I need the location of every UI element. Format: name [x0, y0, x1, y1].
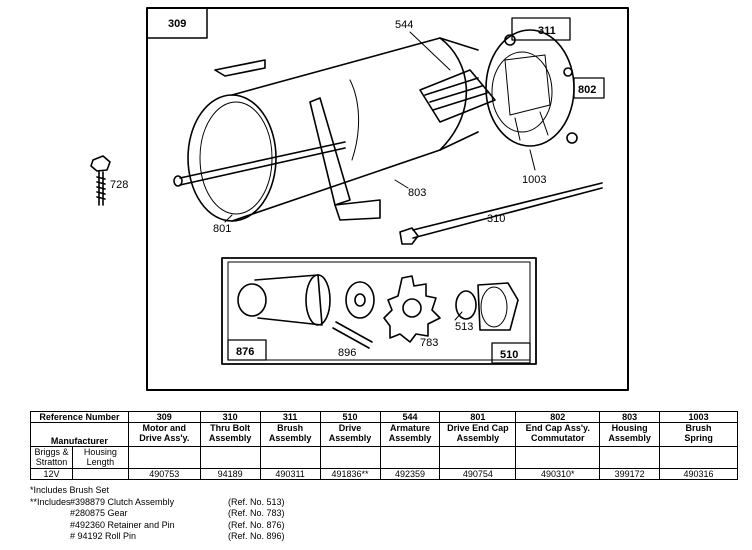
footnote-part: #398879 Clutch Assembly	[70, 496, 175, 507]
footnote-part: # 94192 Roll Pin	[70, 531, 137, 541]
armature-illustration	[419, 69, 496, 123]
callout-513: 513	[455, 321, 473, 333]
callout-728: 728	[110, 179, 128, 191]
callout-544: 544	[395, 19, 413, 31]
bolt-728-illustration	[90, 155, 111, 206]
desc-cell: Motor and Drive Ass'y.	[127, 422, 201, 447]
end-cap-illustration	[485, 17, 605, 147]
diagram-frame	[146, 7, 629, 391]
voltage-cell: 12V	[30, 468, 73, 480]
drive-assembly-inset	[221, 257, 537, 365]
subheader-row: Briggs & Stratton Housing Length	[30, 446, 738, 469]
callout-310: 310	[487, 213, 505, 225]
housing-assembly-illustration	[173, 37, 479, 222]
callout-803: 803	[408, 187, 426, 199]
desc-cell: Brush Spring	[659, 422, 738, 447]
footnote-ref: (Ref. No. 513)	[228, 496, 285, 507]
ref-cell: 801	[439, 411, 517, 423]
callout-802: 802	[578, 84, 596, 96]
footnote-item: # 94192 Roll Pin (Ref. No. 896)	[30, 531, 450, 543]
footnote-ref: (Ref. No. 876)	[228, 519, 285, 530]
callout-510: 510	[500, 349, 518, 361]
part-cell: 490753	[127, 468, 201, 480]
description-row: Manufacturer Motor and Drive Ass'y. Thru…	[30, 422, 738, 447]
part-cell: 490754	[439, 468, 517, 480]
footnote-ref: (Ref. No. 896)	[228, 531, 285, 541]
part-cell: 490310*	[515, 468, 601, 480]
desc-cell: Thru Bolt Assembly	[199, 422, 261, 447]
ref-cell: 1003	[659, 411, 738, 423]
exploded-parts-diagram: 309 544 311 802 728 1003 803 801 310 876…	[90, 7, 629, 391]
part-number-row: 12V 490753 94189 490311 491836** 492359 …	[30, 468, 738, 480]
footnote-item: **Includes #398879 Clutch Assembly (Ref.…	[30, 497, 450, 509]
empty-cell	[439, 446, 517, 469]
ref-cell: 311	[259, 411, 321, 423]
ref-cell: 802	[515, 411, 601, 423]
part-cell: 399172	[599, 468, 661, 480]
empty-cell	[599, 446, 661, 469]
footnote-item: #280875 Gear (Ref. No. 783)	[30, 508, 450, 520]
thru-bolt-310-illustration	[399, 182, 603, 245]
empty-cell	[199, 446, 261, 469]
label-box-309	[146, 7, 208, 39]
empty-cell	[319, 446, 381, 469]
empty-cell	[127, 446, 201, 469]
footnote-part: #492360 Retainer and Pin	[70, 519, 175, 530]
ref-cell: 544	[379, 411, 441, 423]
footnote-part: #280875 Gear	[70, 508, 128, 518]
callout-801: 801	[213, 223, 231, 235]
ref-cell: 510	[319, 411, 381, 423]
footnote-ref: (Ref. No. 783)	[228, 508, 285, 518]
parts-table: Reference Number 309 310 311 510 544 801…	[30, 411, 738, 480]
footnote-item: #492360 Retainer and Pin (Ref. No. 876)	[30, 520, 450, 532]
ref-number-label: Reference Number	[30, 411, 129, 423]
empty-cell	[659, 446, 738, 469]
desc-cell: Brush Assembly	[259, 422, 321, 447]
part-cell: 490316	[659, 468, 738, 480]
housing-length-label: Housing Length	[71, 446, 129, 469]
manufacturer-label: Manufacturer	[30, 422, 129, 447]
desc-cell: Drive Assembly	[319, 422, 381, 447]
empty-cell	[515, 446, 601, 469]
footnote-brush-set: *Includes Brush Set	[30, 485, 110, 495]
desc-cell: Armature Assembly	[379, 422, 441, 447]
ref-number-row: Reference Number 309 310 311 510 544 801…	[30, 411, 738, 423]
callout-311: 311	[538, 25, 556, 37]
empty-cell	[71, 468, 129, 480]
callout-896: 896	[338, 347, 356, 359]
desc-cell: End Cap Ass'y. Commutator	[515, 422, 601, 447]
part-cell: 94189	[199, 468, 261, 480]
empty-cell	[379, 446, 441, 469]
ref-cell: 803	[599, 411, 661, 423]
callout-876: 876	[236, 346, 254, 358]
part-cell: 491836**	[319, 468, 381, 480]
empty-cell	[259, 446, 321, 469]
desc-cell: Drive End Cap Assembly	[439, 422, 517, 447]
callout-309: 309	[168, 18, 186, 30]
callout-783: 783	[420, 337, 438, 349]
callout-1003: 1003	[522, 174, 546, 186]
desc-cell: Housing Assembly	[599, 422, 661, 447]
part-cell: 492359	[379, 468, 441, 480]
footnote-includes-label: **Includes	[30, 496, 71, 507]
ref-cell: 310	[199, 411, 261, 423]
footnotes: *Includes Brush Set **Includes #398879 C…	[30, 485, 450, 543]
part-cell: 490311	[259, 468, 321, 480]
ref-cell: 309	[127, 411, 201, 423]
briggs-label: Briggs & Stratton	[30, 446, 73, 469]
